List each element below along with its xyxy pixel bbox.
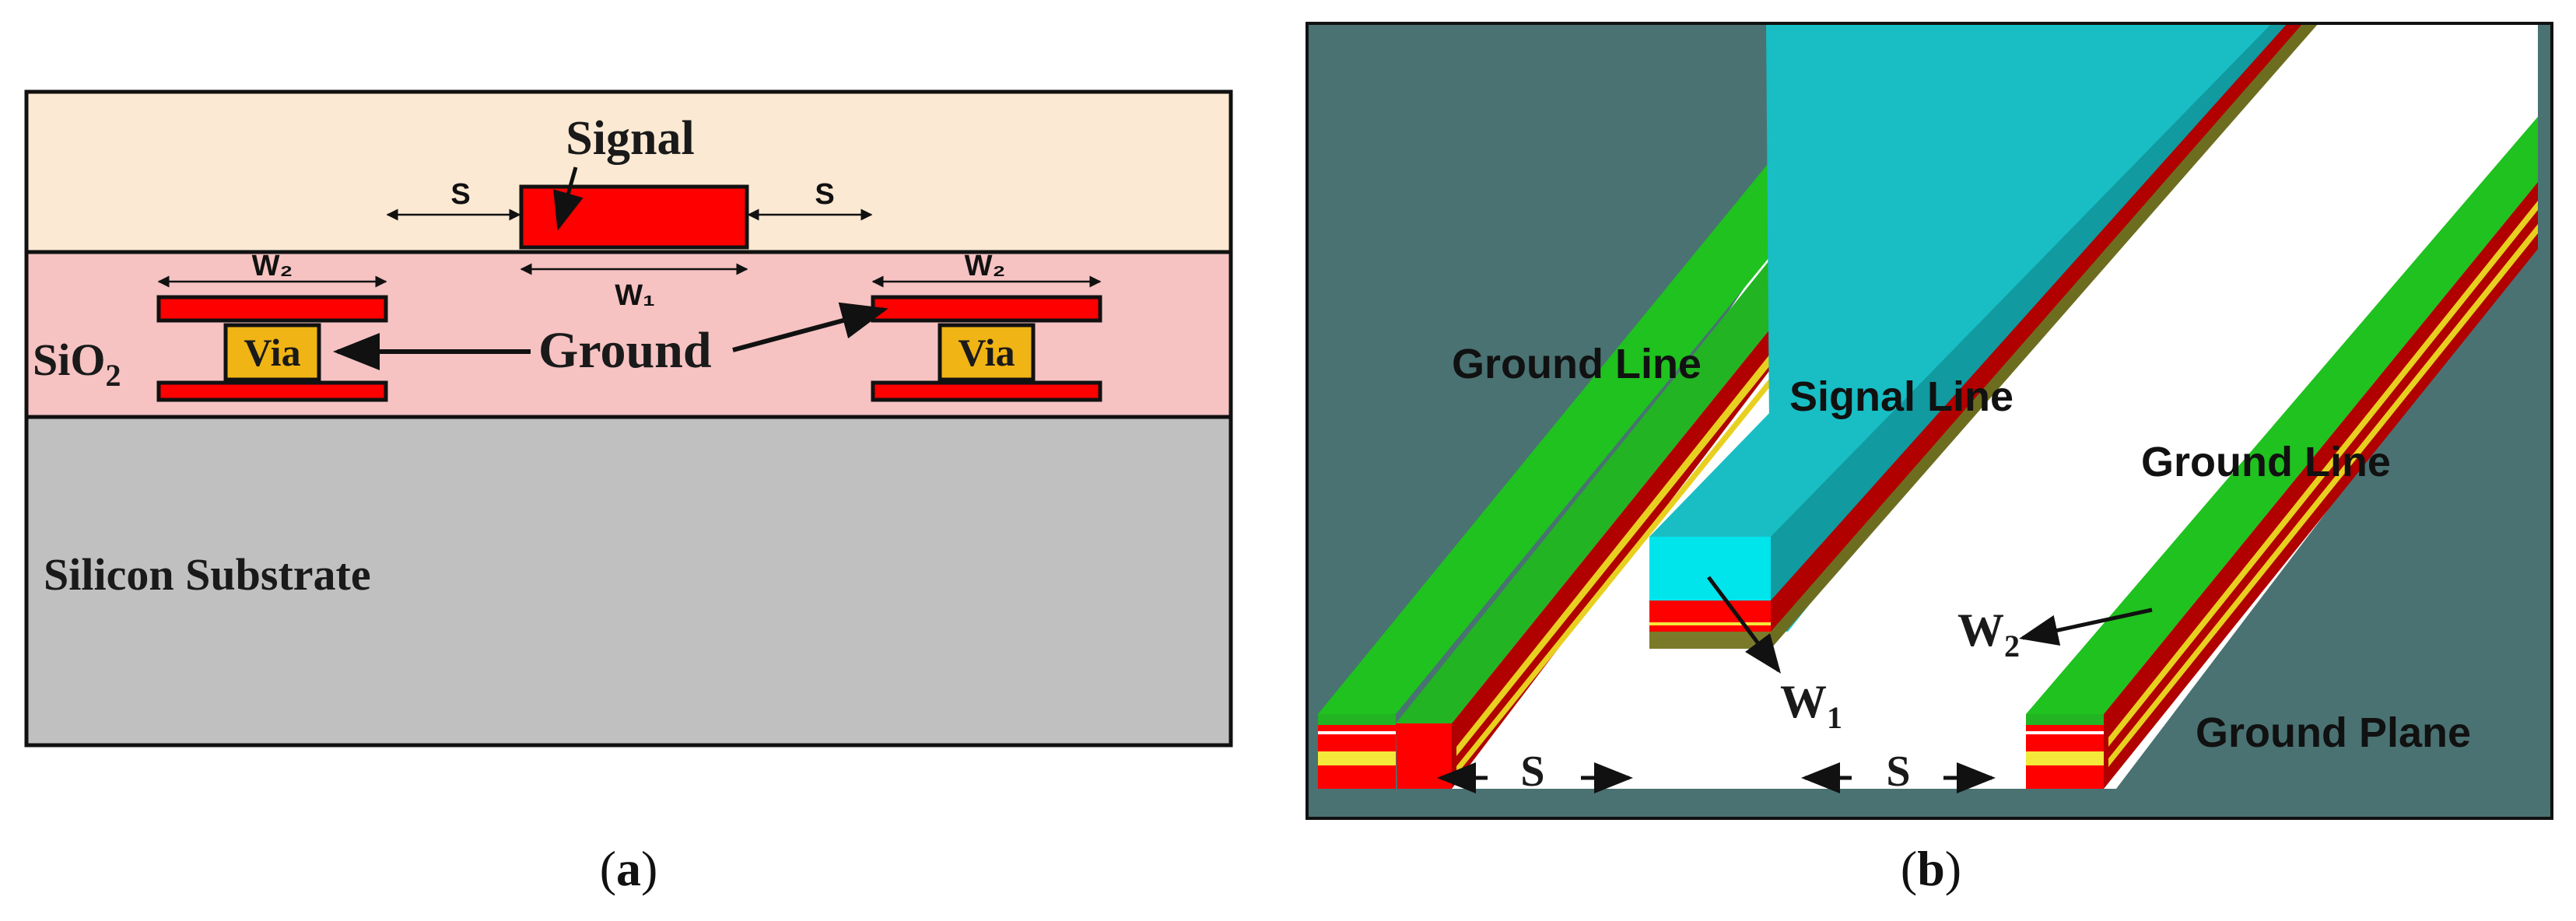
s-label-right: S — [815, 178, 834, 211]
ground-plane-label: Ground Plane — [2196, 709, 2471, 756]
w2-label-right: W₂ — [965, 250, 1006, 282]
ground-label: Ground — [538, 322, 712, 379]
s-label-right: S — [1886, 748, 1910, 796]
ground-top-plate-left — [156, 295, 388, 323]
s-label-left: S — [450, 178, 470, 211]
s-label-left: S — [1520, 748, 1544, 796]
signal-line-label: Signal Line — [1789, 373, 2013, 420]
via-right — [938, 323, 1036, 382]
w1-pointer-arrow — [1707, 576, 1781, 674]
silicon-substrate-layer — [26, 417, 1231, 745]
ground-top-plate-right — [871, 295, 1102, 323]
caption-a: (a) — [600, 841, 658, 896]
via-label-left: Via — [244, 331, 300, 374]
ground-bottom-plate-left — [156, 380, 388, 402]
signal-line-3d — [1649, 23, 2318, 649]
signal-conductor — [519, 184, 749, 250]
w1-label: W₁ — [615, 279, 655, 312]
ground-line-right-label: Ground Line — [2141, 439, 2391, 485]
ground-bottom-plate-right — [871, 380, 1102, 402]
substrate-label: Silicon Substrate — [44, 549, 371, 600]
signal-pointer-arrow — [553, 166, 584, 231]
ground-line-right-3d — [2026, 117, 2538, 789]
ground-arrow-right — [732, 302, 888, 352]
via-label-right: Via — [958, 331, 1015, 374]
panel-b: Ground Line Signal Line Ground Line Grou… — [1306, 22, 2553, 896]
w1-label: W1 — [1780, 676, 1842, 735]
w2-pointer-arrow — [2019, 608, 2153, 646]
panel-a-border — [24, 89, 1233, 748]
caption-b: (b) — [1901, 841, 1961, 896]
ground-line-left-label: Ground Line — [1452, 341, 1702, 387]
sio2-label: SiO2 — [33, 334, 121, 393]
panel-a: Signal S S W₁ W₂ Via W₂ Via SiO2 Ground … — [24, 89, 1233, 896]
via-left — [223, 323, 321, 382]
signal-label: Signal — [566, 112, 694, 165]
panel-b-border — [1306, 22, 2553, 820]
w2-label-left: W₂ — [252, 250, 293, 282]
w2-label: W2 — [1957, 604, 2020, 664]
